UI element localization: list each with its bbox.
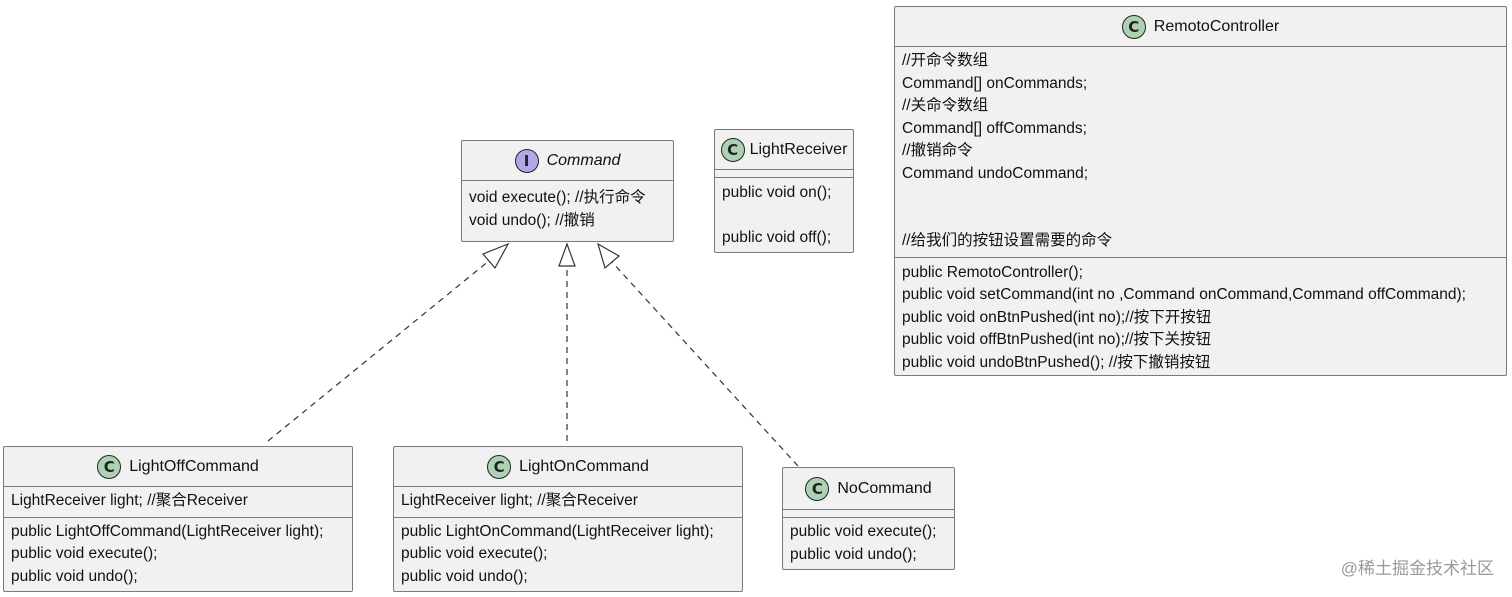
method: public void setCommand(int no ,Command o…: [902, 286, 1466, 303]
method: public void execute();: [11, 545, 158, 562]
method: public void undo();: [11, 567, 138, 585]
class-name: LightReceiver: [749, 140, 848, 158]
methods-section: public LightOffCommand(LightReceiver lig…: [4, 518, 352, 593]
class-no-command: C NoCommand public void execute(); publi…: [782, 467, 955, 570]
fields-section: [783, 510, 954, 518]
method: public void on();: [722, 184, 832, 201]
method: void execute(); //执行命令: [469, 189, 646, 206]
method: public RemotoController();: [902, 263, 1083, 281]
field: LightReceiver light; //聚合Receiver: [401, 492, 638, 509]
class-command: I Command void execute(); //执行命令 void un…: [461, 140, 674, 242]
method: public void onBtnPushed(int no);//按下开按钮: [902, 308, 1212, 326]
method: public void undoBtnPushed(); //按下撤销按钮: [902, 353, 1211, 371]
class-name: LightOffCommand: [129, 457, 259, 475]
methods-section: public void execute(); public void undo(…: [783, 518, 954, 570]
class-icon: C: [720, 137, 745, 162]
fields-section: LightReceiver light; //聚合Receiver: [394, 487, 742, 518]
method: public void undo();: [790, 545, 917, 563]
class-icon: C: [97, 454, 122, 479]
methods-section: public RemotoController(); public void s…: [895, 258, 1506, 379]
edge-lightoff-to-command: [267, 259, 491, 442]
fields-section: [715, 170, 853, 178]
class-light-on-command: C LightOnCommand LightReceiver light; //…: [393, 446, 743, 592]
methods-section: void execute(); //执行命令 void undo(); //撤销: [462, 181, 673, 236]
field: //开命令数组: [902, 52, 989, 69]
class-header: C LightOnCommand: [394, 447, 742, 487]
method: public void offBtnPushed(int no);//按下关按钮: [902, 331, 1211, 348]
class-icon: C: [487, 454, 512, 479]
class-name: Command: [546, 151, 621, 169]
class-name: LightOnCommand: [519, 457, 649, 475]
arrowhead-nocommand: [597, 242, 621, 270]
method: public LightOffCommand(LightReceiver lig…: [11, 522, 324, 540]
method: public LightOnCommand(LightReceiver ligh…: [401, 522, 714, 540]
class-light-receiver: C LightReceiver public void on(); public…: [714, 129, 854, 253]
field: //关命令数组: [902, 97, 989, 114]
method: public void execute();: [401, 545, 548, 562]
interface-icon: I: [514, 148, 539, 173]
arrowhead-lighton: [558, 242, 576, 267]
class-header: C LightOffCommand: [4, 447, 352, 487]
class-name: RemotoController: [1153, 17, 1280, 35]
class-header: C LightReceiver: [715, 130, 853, 170]
field: //给我们的按钮设置需要的命令: [902, 232, 1113, 249]
class-remoto-controller: C RemotoController //开命令数组 Command[] onC…: [894, 6, 1507, 376]
field: Command undoCommand;: [902, 164, 1089, 182]
edge-nocommand-to-command: [611, 261, 799, 467]
field: LightReceiver light; //聚合Receiver: [11, 492, 248, 509]
methods-section: public LightOnCommand(LightReceiver ligh…: [394, 518, 742, 593]
method: void undo(); //撤销: [469, 211, 595, 229]
class-name: NoCommand: [837, 479, 932, 497]
methods-section: public void on(); public void off();: [715, 178, 853, 254]
method: public void undo();: [401, 567, 528, 585]
fields-section: LightReceiver light; //聚合Receiver: [4, 487, 352, 518]
method: public void execute();: [790, 523, 937, 540]
field: Command[] offCommands;: [902, 119, 1087, 137]
arrowhead-lightoff: [481, 242, 510, 270]
watermark: @稀土掘金技术社区: [1340, 559, 1494, 578]
class-header: C RemotoController: [895, 7, 1506, 47]
class-icon: C: [805, 476, 830, 501]
class-icon: C: [1121, 14, 1146, 39]
class-header: C NoCommand: [783, 468, 954, 510]
class-light-off-command: C LightOffCommand LightReceiver light; /…: [3, 446, 353, 592]
method: public void off();: [722, 229, 832, 246]
class-header: I Command: [462, 141, 673, 181]
field: //撤销命令: [902, 142, 973, 159]
field: Command[] onCommands;: [902, 74, 1088, 92]
fields-section: //开命令数组 Command[] onCommands; //关命令数组 Co…: [895, 47, 1506, 258]
